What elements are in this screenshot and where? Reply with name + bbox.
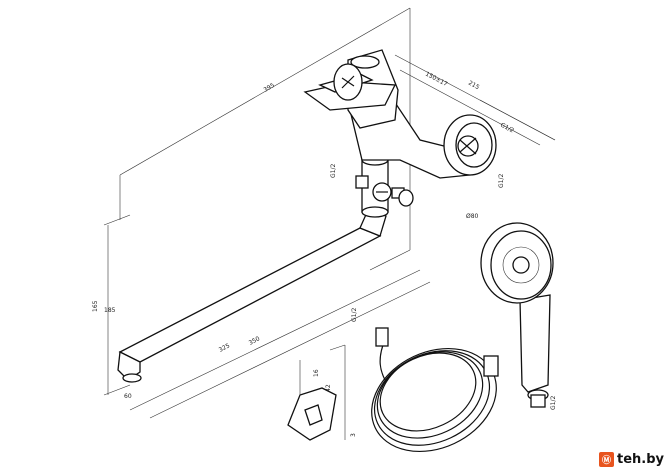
wall-holder: [287, 344, 346, 441]
dim-325: 325: [218, 342, 232, 354]
dim-g12-hose-top: G1/2: [351, 308, 358, 322]
dim-80: Ø80: [466, 213, 479, 220]
hand-shower: [480, 222, 554, 408]
dim-60: 60: [124, 393, 132, 400]
shower-hose: [371, 327, 499, 453]
dim-g12-valve: G1/2: [330, 164, 337, 178]
dim-185: 185: [104, 307, 116, 314]
dim-350: 350: [248, 335, 262, 347]
diverter-valve: [355, 175, 414, 207]
dimension-frame: [103, 7, 556, 419]
wall-fittings: [333, 63, 497, 176]
dim-g12-top: G1/2: [499, 122, 515, 135]
watermark-badge: Ⓜ: [598, 452, 614, 467]
dim-215: 215: [467, 80, 481, 92]
dim-150-17: 150±17: [424, 71, 449, 89]
dim-g12-shower: G1/2: [550, 396, 557, 410]
watermark-text: teh.by: [616, 452, 664, 467]
dim-3: 3: [350, 433, 357, 437]
dim-165: 165: [92, 300, 99, 312]
watermark: Ⓜ teh.by: [598, 452, 664, 467]
dim-395: 395: [263, 82, 277, 94]
dim-g12-wall: G1/2: [498, 174, 505, 188]
dim-42: 42: [325, 384, 332, 392]
swivel-spout: [117, 209, 387, 383]
dim-16: 16: [313, 369, 320, 377]
